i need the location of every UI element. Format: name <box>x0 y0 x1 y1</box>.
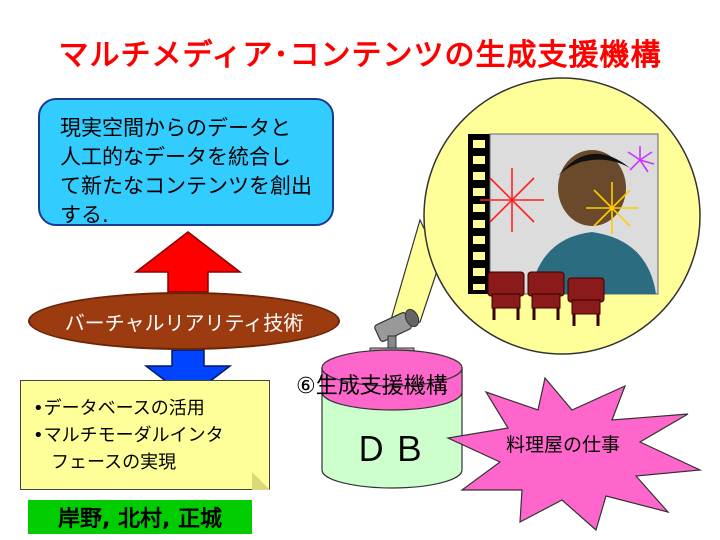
db-caption: ⑥生成支援機構 <box>296 374 448 399</box>
concept-box: 現実空間からのデータと 人工的なデータを統合し て新たなコンテンツを創出 する. <box>38 98 334 227</box>
note-line: •マルチモーダルインタ <box>33 425 224 446</box>
vr-technology-ellipse: バーチャルリアリティ技術 <box>28 292 340 350</box>
note-line: フェースの実現 <box>33 452 177 473</box>
concept-line: て新たなコンテンツを創出 <box>60 174 312 198</box>
theater-seats-icon <box>487 271 605 326</box>
note-line: •データベースの活用 <box>33 398 205 419</box>
film-strip-icon <box>468 134 490 294</box>
concept-line: する. <box>60 203 109 227</box>
burst-label: 料理屋の仕事 <box>505 434 620 456</box>
concept-line: 現実空間からのデータと <box>60 116 291 140</box>
fireworks-icon <box>480 146 655 234</box>
note-folded-corner <box>252 472 270 490</box>
slide-title: マルチメディア･コンテンツの生成支援機構 <box>58 38 662 73</box>
db-label: ＤＢ <box>354 430 430 470</box>
vr-technology-label: バーチャルリアリティ技術 <box>64 310 304 335</box>
authors-label: 岸野, 北村, 正城 <box>28 500 252 534</box>
interface-note-box: •データベースの活用 •マルチモーダルインタ フェースの実現 <box>20 380 270 490</box>
starburst-shape <box>445 376 703 532</box>
database-cylinder-icon <box>321 349 463 489</box>
concept-line: 人工的なデータを統合し <box>60 145 291 169</box>
up-arrow <box>133 231 243 293</box>
